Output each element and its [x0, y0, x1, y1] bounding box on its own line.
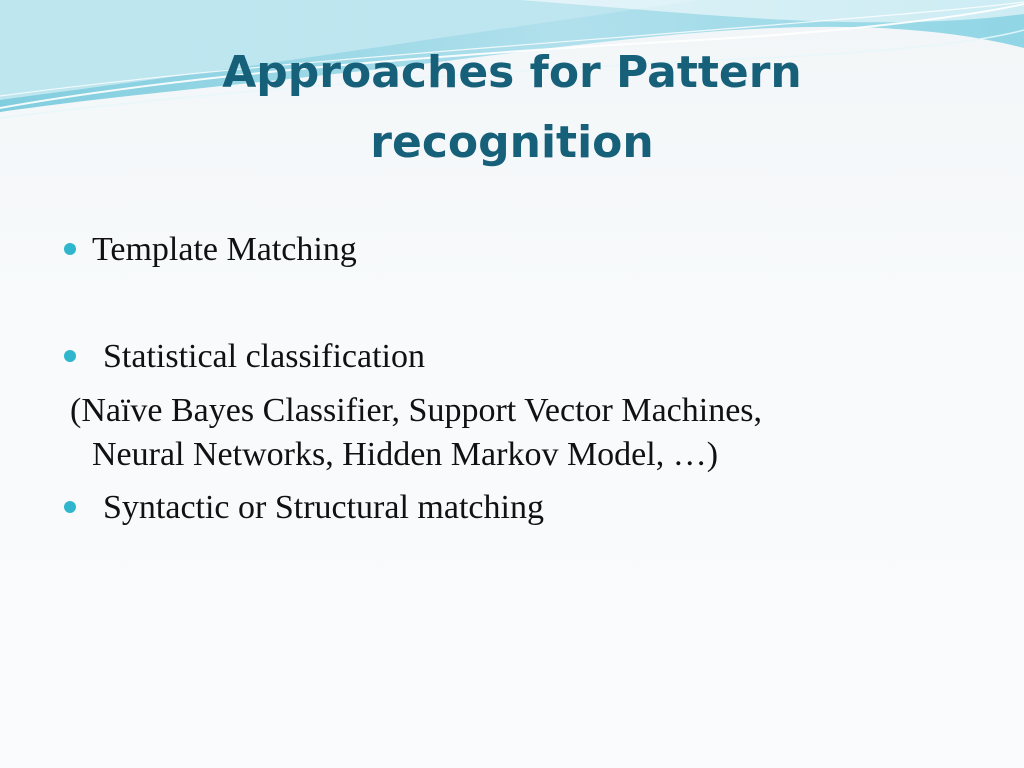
bullet-dot-icon	[64, 243, 76, 255]
wave-highlight	[520, 0, 1024, 23]
bullet-dot-icon	[64, 350, 76, 362]
bullet-dot-icon	[64, 501, 76, 513]
sub-line-classifiers-1: (Naïve Bayes Classifier, Support Vector …	[70, 392, 763, 429]
bullet-item-syntactic-matching: Syntactic or Structural matching	[103, 489, 544, 526]
bullet-item-statistical-classification: Statistical classification	[103, 338, 425, 375]
slide-title: Approaches for Pattern recognition	[222, 47, 802, 168]
sub-line-classifiers-2: Neural Networks, Hidden Markov Model, …)	[92, 436, 719, 473]
wave-line-3	[0, 29, 1024, 119]
bullet-item-template-matching: Template Matching	[92, 231, 357, 268]
